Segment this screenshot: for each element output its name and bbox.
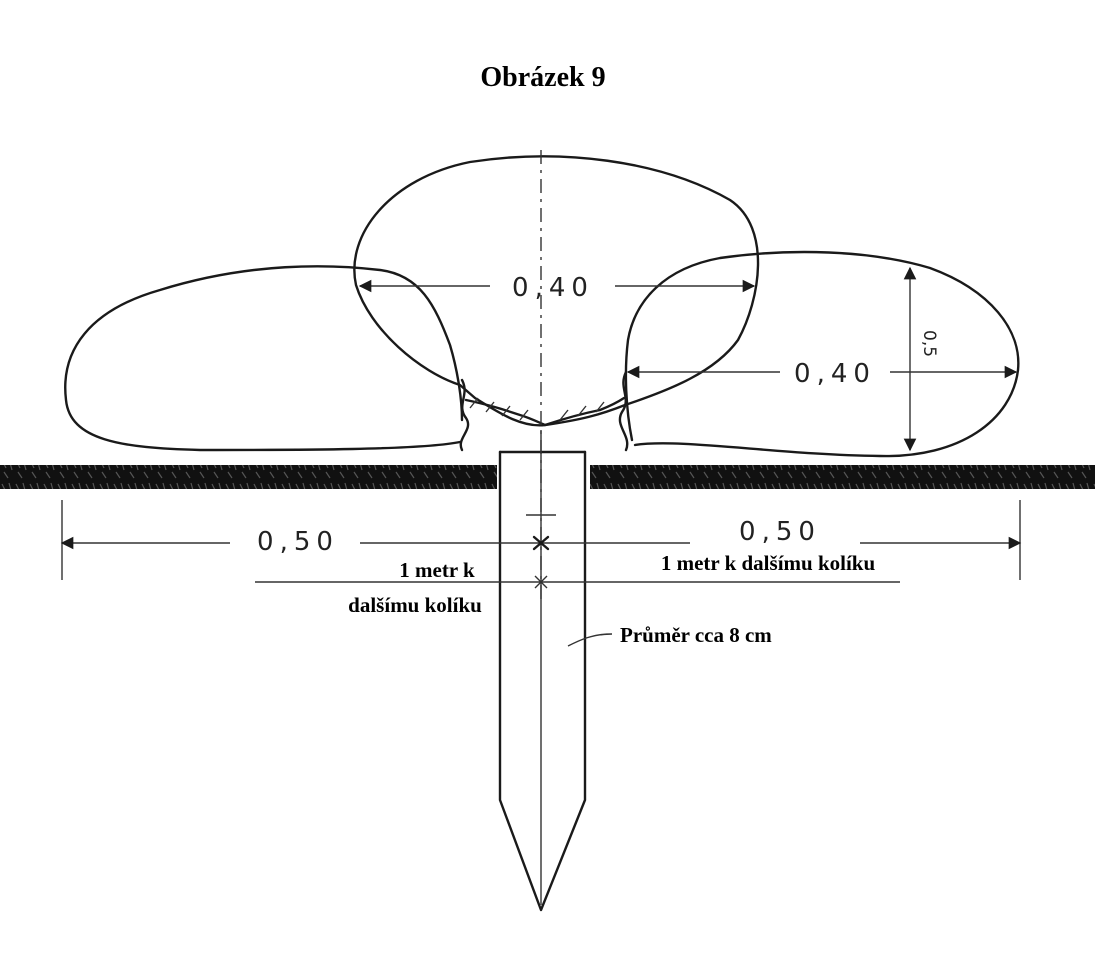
left-note-line2: dalšímu kolíku <box>348 593 482 617</box>
wooden-stake <box>498 430 587 912</box>
right-note: 1 metr k dalšímu kolíku <box>661 551 876 575</box>
dimension-ground: 0,50 0,50 <box>60 500 1022 580</box>
ground-surface <box>0 465 1095 489</box>
right-ground-span-label: 0,50 <box>739 517 821 547</box>
left-loop <box>64 265 464 452</box>
right-loop <box>624 250 1020 458</box>
dimension-top-loop: 0,40 <box>358 273 756 303</box>
left-note-line1: 1 metr k <box>399 558 475 582</box>
left-ground-span-label: 0,50 <box>257 527 339 557</box>
right-loop-width-label: 0,40 <box>794 359 876 389</box>
top-loop-width-label: 0,40 <box>512 273 594 303</box>
dimension-right-loop: 0,40 <box>626 359 1018 389</box>
top-loop <box>353 155 760 427</box>
stake-diameter-note: Průměr cca 8 cm <box>620 623 772 647</box>
dimension-right-height: 0,5 <box>903 266 939 452</box>
wire-twist <box>459 370 629 452</box>
figure-title: Obrázek 9 <box>480 62 605 93</box>
stake-note-group: Průměr cca 8 cm <box>567 623 772 647</box>
right-loop-height-label: 0,5 <box>919 330 939 357</box>
next-stake-line <box>255 575 900 589</box>
